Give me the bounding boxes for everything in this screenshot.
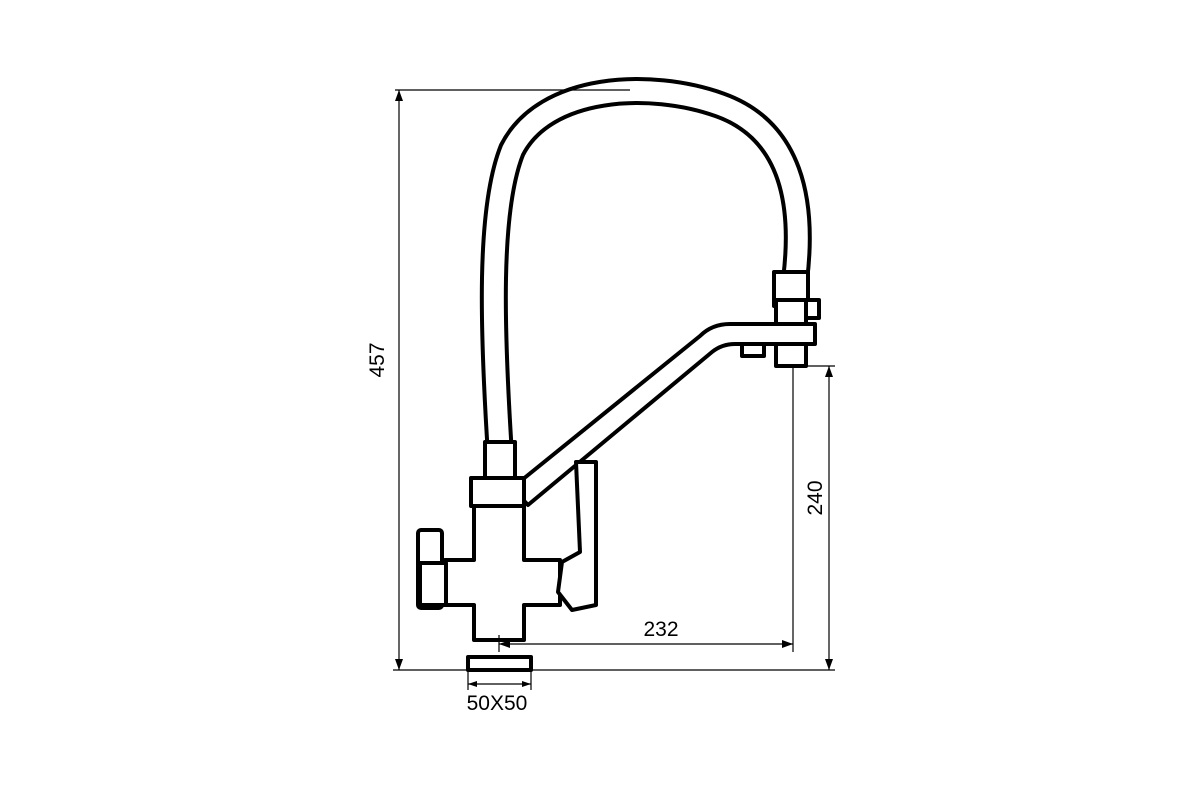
faucet-body	[443, 503, 562, 642]
spout-reach-label: 232	[643, 618, 678, 641]
dimension-base-size: 50X50	[467, 670, 532, 715]
left-lever	[416, 528, 448, 610]
spout-arm	[510, 322, 817, 507]
spout-height-label: 240	[804, 480, 827, 515]
flexible-hose	[479, 77, 812, 456]
right-lever	[556, 460, 598, 612]
body-collar	[469, 476, 526, 508]
dimension-spout-height: 240	[530, 365, 835, 671]
dimension-total-height: 457	[366, 89, 630, 671]
dimension-spout-reach: 232	[498, 366, 794, 652]
total-height-label: 457	[366, 342, 389, 377]
spout-head	[740, 270, 821, 368]
base-mount	[466, 655, 533, 672]
base-size-label: 50X50	[467, 692, 528, 715]
hose-connector	[483, 440, 517, 482]
